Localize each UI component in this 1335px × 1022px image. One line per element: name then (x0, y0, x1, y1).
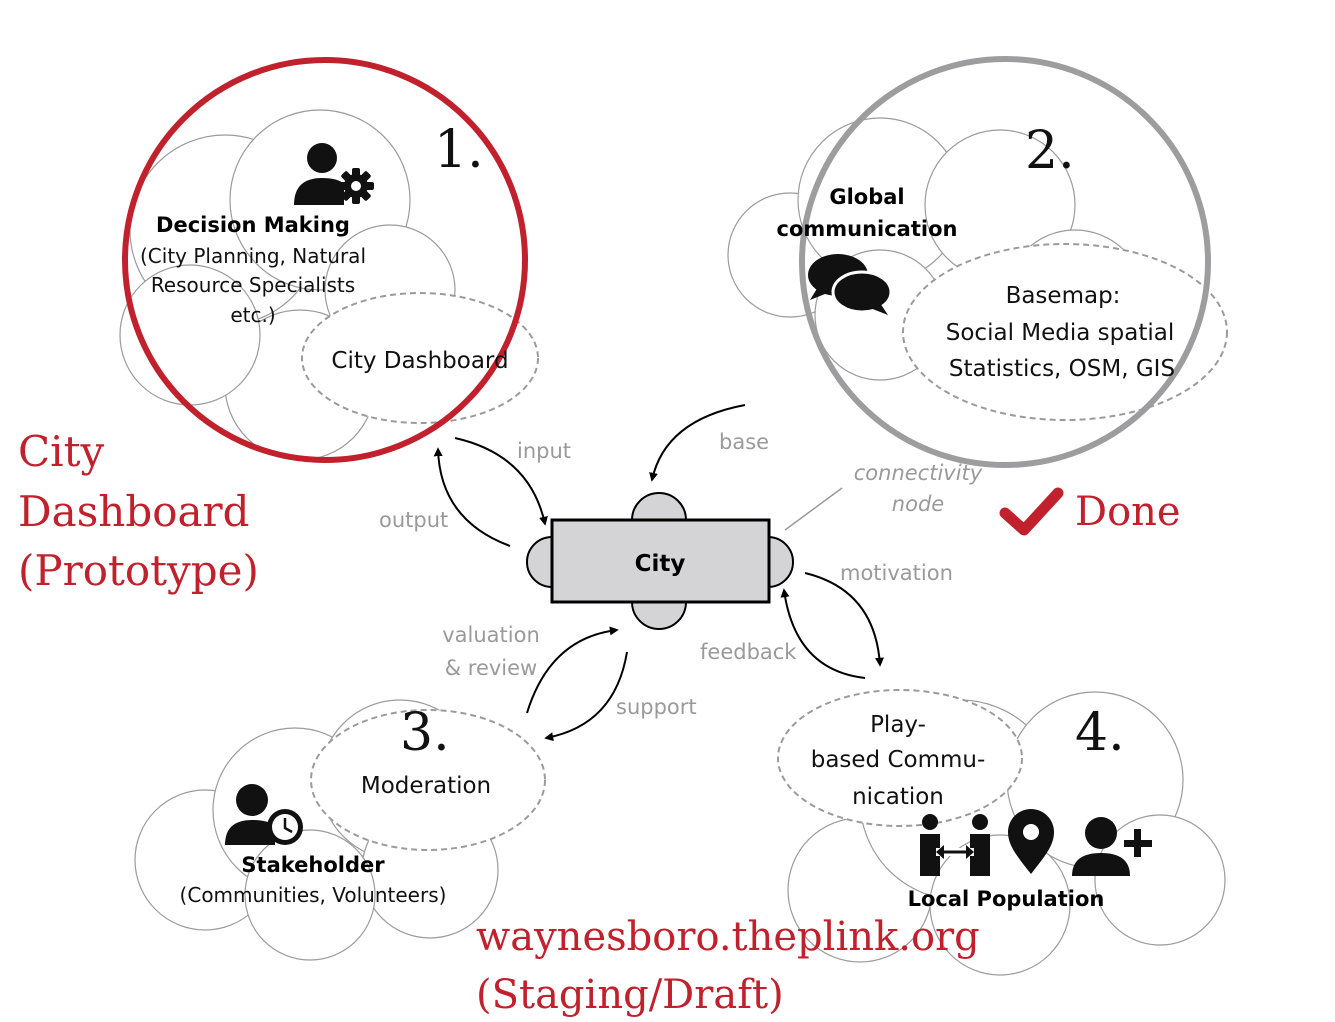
stakeholder-title: Stakeholder (241, 853, 385, 877)
feedback-arrow (780, 588, 866, 679)
dashboard-annotation-1: City (18, 427, 104, 476)
output-arrow (433, 447, 511, 547)
decision-making-title: Decision Making (156, 213, 350, 237)
local-population-title: Local Population (908, 887, 1105, 911)
gray-highlight-circle (799, 56, 1211, 468)
valuation-label-2: & review (445, 656, 538, 680)
user-gear-icon (294, 143, 374, 205)
chat-bubbles-icon (808, 254, 893, 315)
connectivity-leader (784, 487, 843, 531)
map-pin-icon (1008, 809, 1054, 874)
input-arrow (454, 437, 548, 526)
cluster-number-2: 2. (1025, 121, 1075, 181)
decision-making-sub-3: etc.) (230, 303, 275, 327)
user-plus-icon (1072, 817, 1152, 876)
dashboard-annotation-2: Dashboard (18, 487, 250, 536)
basemap-label-1: Basemap: (1006, 283, 1121, 309)
moderation-ellipse (310, 709, 546, 851)
site-annotation-2: (Staging/Draft) (476, 972, 784, 1018)
people-exchange-icon (920, 814, 990, 876)
motivation-arrow (804, 572, 885, 667)
basemap-ellipse (902, 243, 1228, 421)
city-box (550, 518, 771, 604)
red-highlight-circle (122, 57, 528, 463)
play-based-label-1: Play- (870, 712, 926, 738)
global-communication-title-1: Global (829, 185, 904, 209)
decision-making-sub-1: (City Planning, Natural (140, 244, 366, 268)
connectivity-label-2: node (892, 492, 944, 516)
cluster-number-3: 3. (400, 703, 450, 763)
base-label: base (719, 430, 769, 454)
base-arrow (649, 404, 746, 482)
support-label: support (616, 695, 697, 719)
done-annotation: Done (1075, 489, 1181, 535)
city-label: City (635, 551, 686, 577)
cluster-number-4: 4. (1075, 703, 1125, 763)
connectivity-label-1: connectivity (854, 461, 983, 485)
support-arrow (544, 651, 628, 742)
cluster-number-1: 1. (434, 120, 484, 180)
motivation-label: motivation (840, 561, 953, 585)
site-annotation-1: waynesboro.theplink.org (476, 914, 980, 960)
stakeholder-sub: (Communities, Volunteers) (180, 883, 447, 907)
play-based-label-3: nication (852, 784, 944, 810)
user-clock-icon (225, 784, 303, 845)
feedback-label: feedback (700, 640, 797, 664)
basemap-label-3: Statistics, OSM, GIS (949, 356, 1175, 382)
play-based-label-2: based Commu- (811, 747, 986, 773)
input-label: input (517, 439, 571, 463)
valuation-arrow (526, 626, 619, 714)
play-based-ellipse (777, 689, 1023, 827)
basemap-label-2: Social Media spatial (946, 320, 1174, 346)
dashboard-annotation-3: (Prototype) (18, 546, 259, 595)
moderation-label: Moderation (361, 773, 491, 799)
output-label: output (379, 508, 448, 532)
global-communication-title-2: communication (777, 217, 958, 241)
valuation-label-1: valuation (442, 623, 540, 647)
city-node (526, 492, 794, 630)
city-dashboard-label: City Dashboard (331, 348, 508, 374)
decision-making-sub-2: Resource Specialists (151, 273, 355, 297)
checkmark-icon (999, 487, 1064, 536)
